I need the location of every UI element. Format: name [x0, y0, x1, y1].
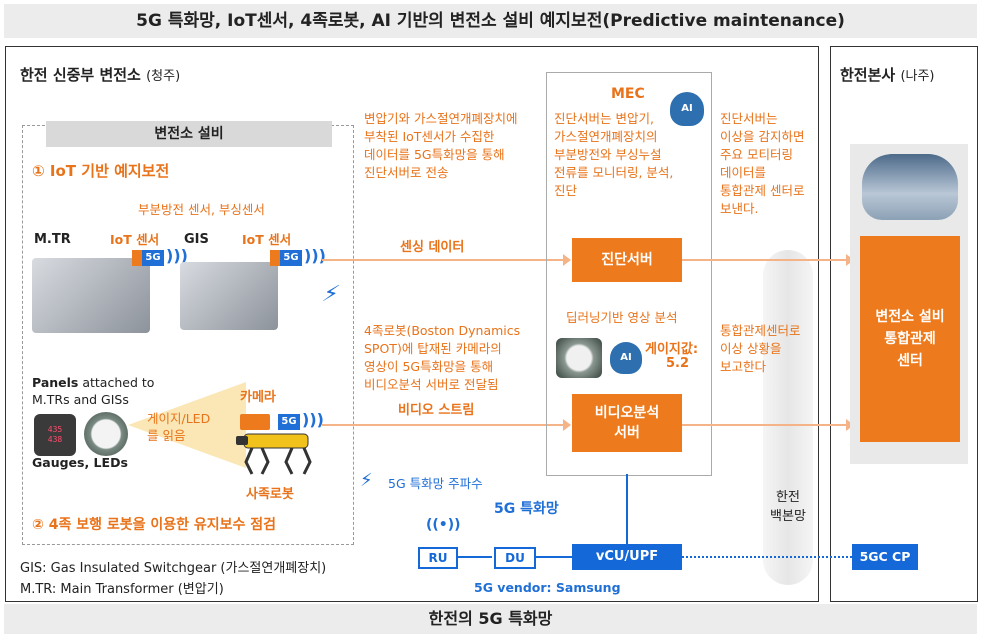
private-5g-label: 5G 특화망 — [494, 501, 559, 517]
gis-sensor-block — [270, 250, 280, 266]
iot-flow-description: 변압기와 가스절연개폐장치에 부착된 IoT센서가 수집한 데이터를 5G특화망… — [364, 111, 518, 180]
analysis-gauge-image — [556, 338, 602, 378]
panels-line2: M.TRs and GISs — [32, 392, 129, 407]
robot-5g-badge: 5G — [278, 414, 300, 430]
gis-image — [180, 262, 278, 330]
mtr-5g-badge: 5G — [142, 250, 164, 266]
analysis-ai-icon: AI — [610, 342, 642, 374]
mec-box — [546, 72, 712, 476]
alert-arrow — [682, 259, 848, 261]
deep-learning-label: 딥러닝기반 영상 분석 — [566, 310, 678, 325]
led-display-image: 435 438 — [34, 414, 76, 456]
du-box[interactable]: DU — [494, 547, 536, 569]
mec-title: MEC — [611, 86, 645, 102]
analysis-ai-badge: AI — [620, 352, 632, 363]
gis-iot-sensor-label: IoT 센서 — [242, 232, 292, 247]
du-vcu-link — [536, 556, 572, 558]
integrated-control-center-box[interactable]: 변전소 설비 통합관제 센터 — [860, 236, 960, 442]
report-arrow — [682, 424, 848, 426]
gauge-value: 5.2 — [666, 356, 690, 371]
video-stream-arrowhead — [563, 419, 571, 431]
gis-5g-badge: 5G — [280, 250, 302, 266]
mtr-sensor-block — [132, 250, 142, 266]
sensing-data-label: 센싱 데이터 — [400, 240, 465, 255]
video-analysis-server-box[interactable]: 비디오분석 서버 — [572, 394, 682, 452]
video-stream-arrow — [322, 424, 568, 426]
section-iot-heading: ① IoT 기반 예지보전 — [32, 162, 170, 180]
gauge-led-read-label: 게이지/LED 를 읽음 — [147, 411, 211, 443]
panels-rest: attached to — [78, 375, 155, 390]
antenna-icon: ((•)) — [426, 517, 461, 533]
mtr-iot-sensor-label: IoT 센서 — [110, 232, 160, 247]
camera-view-cone — [128, 382, 246, 468]
ru-du-link — [458, 556, 492, 558]
camera-icon — [240, 414, 270, 430]
equipment-box — [22, 125, 354, 545]
backbone-label: 한전 백본망 — [770, 490, 806, 524]
mec-to-vcu-line — [626, 474, 628, 544]
page-title: 5G 특화망, IoT센서, 4족로봇, AI 기반의 변전소 설비 예지보전(… — [4, 4, 977, 38]
frequency-label: 5G 특화망 주파수 — [388, 476, 483, 491]
gauge-value-label: 게이지값: — [645, 342, 699, 357]
legend-mtr: M.TR: Main Transformer (변압기) — [20, 582, 224, 597]
mtr-label: M.TR — [34, 232, 71, 247]
substation-name: 한전 신중부 변전소 — [20, 66, 141, 84]
mec-description: 진단서버는 변압기, 가스절연개폐장치의 부분방전와 부싱누설 전류를 모니터링… — [554, 111, 674, 198]
ai-head-icon: AI — [670, 92, 704, 126]
substation-location: (청주) — [146, 69, 181, 84]
5gc-cp-box[interactable]: 5GC CP — [852, 544, 918, 570]
gis-wireless-icon: ))) — [304, 246, 326, 265]
sensor-types-label: 부분방전 센서, 부싱센서 — [138, 202, 265, 217]
gauge-image — [84, 412, 128, 456]
equipment-header: 변전소 설비 — [46, 121, 332, 147]
robot-flow-description: 4족로봇(Boston Dynamics SPOT)에 탑재된 카메라의 영상이… — [364, 323, 521, 392]
ru-box[interactable]: RU — [418, 547, 458, 569]
control-room-image — [862, 154, 958, 220]
hq-name: 한전본사 — [840, 66, 896, 84]
substation-panel-title: 한전 신중부 변전소 (청주) — [20, 64, 180, 85]
hq-location: (나주) — [900, 69, 935, 84]
backbone-network-shape — [763, 250, 813, 585]
legend-gis: GIS: Gas Insulated Switchgear (가스절연개폐장치) — [20, 561, 327, 576]
video-stream-label: 비디오 스트림 — [398, 403, 475, 418]
section-robot-heading: ② 4족 보행 로봇을 이용한 유지보수 점검 — [32, 517, 277, 533]
main-transformer-image — [32, 258, 150, 333]
ai-head-badge: AI — [681, 103, 693, 114]
led-digits: 435 438 — [47, 425, 63, 444]
robot-label: 사족로봇 — [246, 487, 294, 502]
vendor-label: 5G vendor: Samsung — [474, 580, 621, 595]
camera-label: 카메라 — [240, 390, 276, 405]
alert-description: 진단서버는 이상을 감지하면 주요 모티터링 데이터를 통합관제 센터로 보낸다… — [720, 111, 805, 216]
report-description: 통합관제센터로 이상 상황을 보고한다 — [720, 323, 801, 374]
frequency-lightning-icon: ⚡ — [360, 470, 373, 491]
gauges-caption: Gauges, LEDs — [32, 455, 128, 470]
footer-title: 한전의 5G 특화망 — [4, 604, 977, 634]
sensing-data-arrowhead — [563, 254, 571, 266]
robot-dog-image — [236, 433, 312, 475]
diagnosis-server-box[interactable]: 진단서버 — [572, 238, 682, 282]
mtr-wireless-icon: ))) — [166, 246, 188, 265]
vcu-upf-box[interactable]: vCU/UPF — [572, 544, 682, 570]
sensing-data-arrow — [322, 259, 568, 261]
robot-wireless-icon: ))) — [302, 410, 324, 429]
core-dotted-link — [682, 556, 852, 558]
gis-label: GIS — [184, 232, 209, 247]
panels-bold: Panels — [32, 375, 79, 390]
hq-panel-title: 한전본사 (나주) — [840, 64, 935, 85]
panels-caption: Panels attached to M.TRs and GISs — [32, 374, 154, 408]
